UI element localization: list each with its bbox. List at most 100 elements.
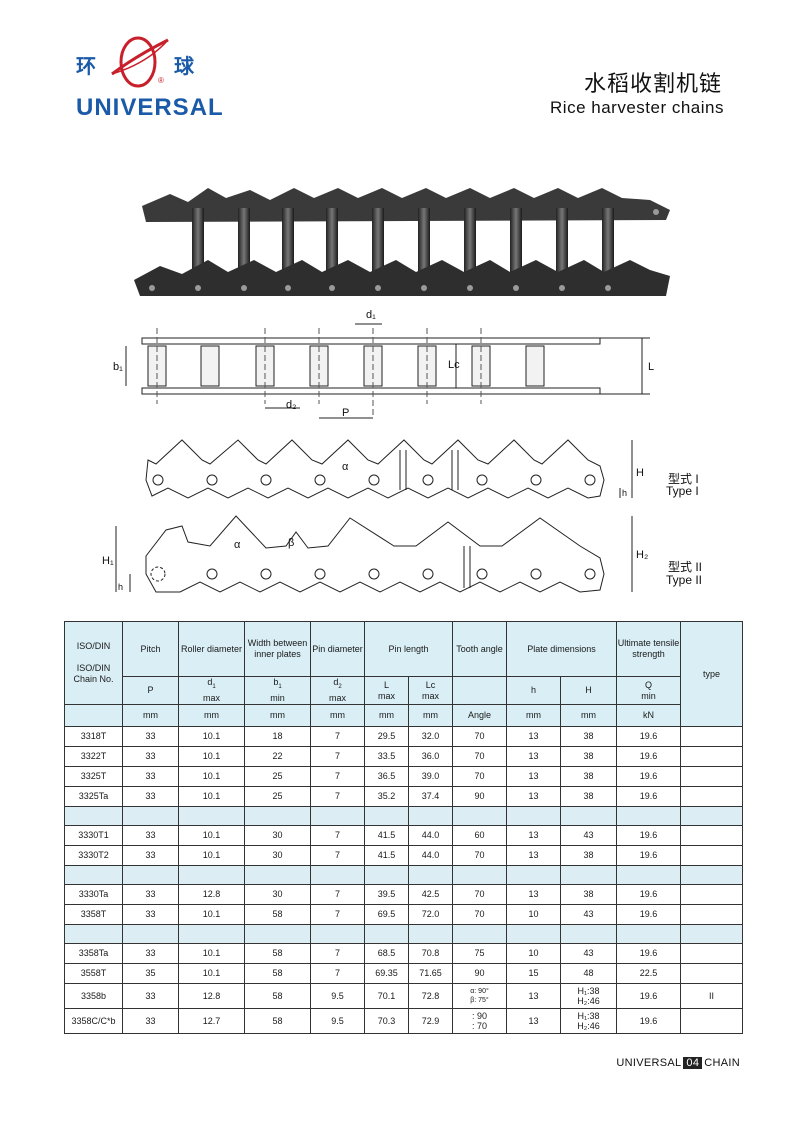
table-cell: 58: [244, 943, 311, 964]
table-cell: [680, 726, 744, 747]
table-cell: 10.1: [178, 726, 245, 747]
table-cell: 75: [452, 943, 507, 964]
table-cell: 7: [310, 904, 365, 925]
table-cell: mm: [559, 704, 618, 727]
globe-emblem-icon: [111, 36, 169, 88]
table-cell: [64, 806, 123, 826]
table-cell: [408, 806, 453, 826]
table-cell: 58: [244, 904, 311, 925]
page-title-cn: 水稻收割机链: [583, 72, 722, 97]
table-cell: 13: [506, 786, 561, 807]
table-cell: 3358b: [64, 983, 123, 1009]
table-cell: 13: [506, 845, 561, 866]
table-cell: mm: [364, 704, 409, 727]
label-alpha-1: α: [342, 461, 349, 473]
table-cell: [680, 924, 744, 944]
table-cell: kN: [616, 704, 682, 727]
table-cell: 90: [452, 786, 507, 807]
label-d2: d₂: [286, 399, 296, 411]
table-cell: 7: [310, 825, 365, 846]
table-cell: 33.5: [364, 746, 409, 767]
table-cell: [680, 766, 744, 787]
table-cell: 19.6: [616, 983, 682, 1009]
table-cell: 3330Ta: [64, 884, 123, 905]
table-cell: [680, 746, 744, 767]
table-cell: [64, 865, 123, 885]
table-cell: 70: [452, 845, 507, 866]
table-cell: 70: [452, 766, 507, 787]
table-cell: 19.6: [616, 904, 682, 925]
table-cell: h: [506, 676, 561, 705]
type1-label-en: Type I: [666, 484, 699, 498]
label-P: P: [342, 407, 349, 419]
table-cell: 9.5: [310, 1008, 365, 1034]
label-H1: H₁: [102, 555, 114, 567]
table-cell: [680, 884, 744, 905]
label-d1: d₁: [366, 309, 376, 321]
top-view-drawing: [125, 323, 650, 419]
table-cell: [680, 845, 744, 866]
table-cell: 90: [452, 963, 507, 984]
table-cell: 7: [310, 963, 365, 984]
table-cell: 72.8: [408, 983, 453, 1009]
table-cell: 38: [559, 766, 618, 787]
logo-cn-right: 球: [174, 56, 194, 78]
table-cell: 10.1: [178, 825, 245, 846]
table-cell: [364, 924, 409, 944]
table-cell: [452, 924, 507, 944]
type2-side-view: [115, 515, 633, 593]
table-cell: 3330T2: [64, 845, 123, 866]
type2-label-en: Type II: [666, 573, 703, 587]
table-cell: mm: [122, 704, 179, 727]
table-cell: 33: [122, 726, 179, 747]
table-cell: [680, 904, 744, 925]
registered-mark: ®: [158, 76, 164, 85]
table-cell: 33: [122, 845, 179, 866]
table-cell: 42.5: [408, 884, 453, 905]
col-plate: Plate dimensions: [505, 621, 618, 677]
table-cell: 18: [244, 726, 311, 747]
table-cell: : 90: 70: [452, 1008, 507, 1034]
table-cell: 70.8: [408, 943, 453, 964]
table-cell: [178, 924, 245, 944]
table-cell: 7: [310, 884, 365, 905]
type1-side-view: [145, 439, 633, 499]
table-cell: 7: [310, 786, 365, 807]
table-cell: [559, 806, 618, 826]
table-cell: 30: [244, 845, 311, 866]
table-cell: 3325T: [64, 766, 123, 787]
table-cell: [244, 865, 311, 885]
table-cell: 10.1: [178, 766, 245, 787]
table-cell: [244, 924, 311, 944]
table-cell: 22: [244, 746, 311, 767]
table-cell: 33: [122, 786, 179, 807]
table-cell: 3358C/C*b: [64, 1008, 123, 1034]
label-alpha-2: α: [234, 539, 241, 551]
table-cell: 33: [122, 904, 179, 925]
table-cell: 19.6: [616, 766, 682, 787]
table-cell: [122, 865, 179, 885]
table-cell: 3558T: [64, 963, 123, 984]
table-cell: mm: [178, 704, 245, 727]
table-cell: 7: [310, 726, 365, 747]
table-cell: [452, 865, 507, 885]
table-cell: 10.1: [178, 786, 245, 807]
technical-drawing: b₁ L Lc d₂ P d₁ α H h α β H₁ h H₂: [102, 309, 654, 593]
label-Lc: Lc: [448, 359, 460, 371]
table-cell: [244, 806, 311, 826]
table-cell: 19.6: [616, 786, 682, 807]
table-cell: [506, 924, 561, 944]
col-tooth: Tooth angle: [452, 621, 507, 677]
table-cell: 33: [122, 884, 179, 905]
label-L: L: [648, 361, 654, 373]
table-cell: [452, 676, 507, 705]
